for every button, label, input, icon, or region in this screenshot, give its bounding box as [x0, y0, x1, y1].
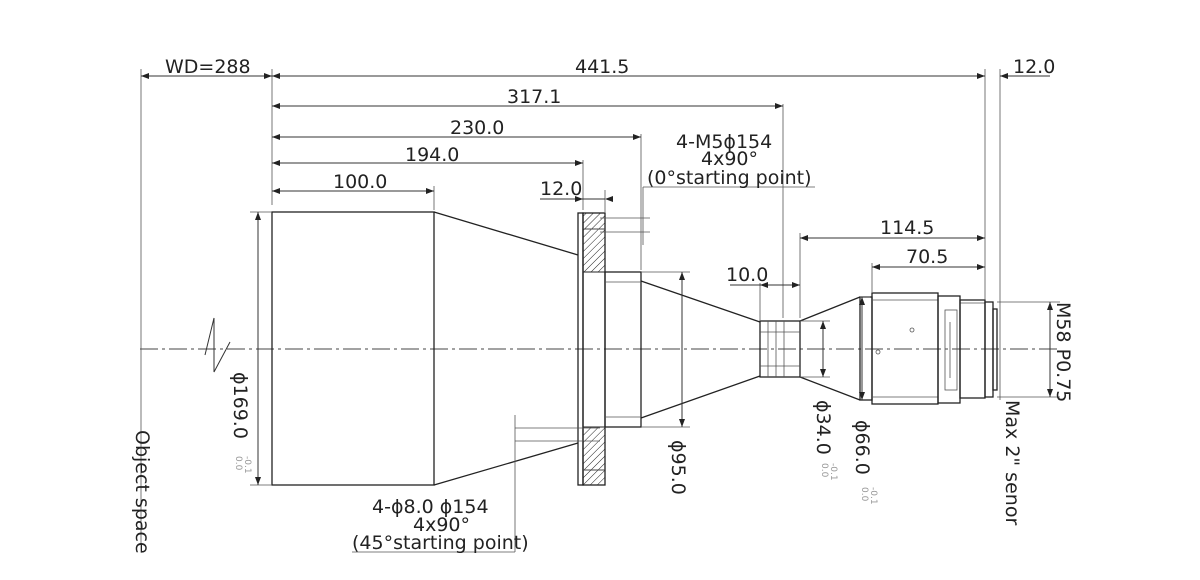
dim-d95: ϕ95.0	[667, 440, 689, 495]
note-sensor: Max 2" senor	[1001, 400, 1023, 525]
front-taper	[433, 211, 579, 486]
dim-wd: WD=288	[165, 56, 251, 78]
svg-text:0.0: 0.0	[859, 487, 869, 502]
dim-12-right: 12.0	[1013, 56, 1055, 78]
note-m5-line1: 4-M5ϕ154	[676, 131, 772, 153]
dim-12-flange: 12.0	[540, 178, 582, 200]
dim-70: 70.5	[906, 246, 948, 268]
dim-10: 10.0	[726, 264, 768, 286]
dim-d34: ϕ34.0	[812, 400, 834, 455]
dim-m58: M58 P0.75	[1052, 302, 1074, 402]
expanding-cone	[799, 296, 861, 401]
svg-text:-0.1: -0.1	[828, 463, 838, 481]
dim-100: 100.0	[333, 171, 387, 193]
horizontal-dimensions: WD=288 441.5 12.0 317.1 230.0 194.0 100.…	[140, 56, 1055, 545]
notes: 4-M5ϕ154 4x90° (0°starting point) 4-ϕ8.0…	[131, 131, 1023, 554]
diameter-dimensions: ϕ169.0 0.0 -0.1 ϕ95.0 ϕ34.0 0.0 -0.1 ϕ66…	[229, 211, 1074, 505]
dim-114: 114.5	[880, 217, 934, 239]
dim-230: 230.0	[450, 117, 504, 139]
note-hole-line3: (45°starting point)	[352, 532, 529, 554]
rear-cone	[640, 280, 761, 419]
note-object-space: Object space	[131, 430, 153, 554]
dim-d66: ϕ66.0	[851, 420, 873, 475]
dim-total: 441.5	[575, 56, 629, 78]
note-hole-line1: 4-ϕ8.0 ϕ154	[372, 496, 489, 518]
hub	[604, 271, 642, 428]
break-mark	[204, 317, 231, 373]
svg-text:-0.1: -0.1	[242, 456, 252, 474]
front-barrel	[271, 211, 435, 486]
svg-text:0.0: 0.0	[233, 456, 243, 471]
lens-body	[271, 211, 998, 486]
note-m5-line3: (0°starting point)	[647, 167, 812, 189]
dim-317: 317.1	[507, 86, 561, 108]
note-m5-line2: 4x90°	[701, 148, 758, 170]
svg-text:-0.1: -0.1	[868, 487, 878, 505]
dim-d169: ϕ169.0	[229, 372, 251, 439]
svg-text:0.0: 0.0	[819, 463, 829, 478]
note-hole-line2: 4x90°	[413, 514, 470, 536]
dim-194: 194.0	[405, 144, 459, 166]
